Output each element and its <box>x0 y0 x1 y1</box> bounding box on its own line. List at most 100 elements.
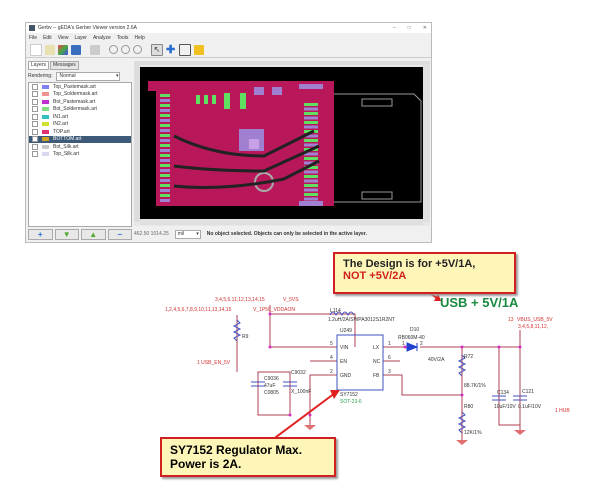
c134-ref: C134 <box>497 390 509 396</box>
usb-outline <box>334 93 422 203</box>
move-layer-down-button[interactable]: ▼ <box>54 229 79 240</box>
zoom-in-icon[interactable] <box>109 45 118 54</box>
tab-layers[interactable]: Layers <box>28 61 50 70</box>
measure-tool-icon[interactable] <box>194 44 204 55</box>
save-icon[interactable] <box>71 44 81 55</box>
zoom-out-icon[interactable] <box>121 45 130 54</box>
layer-visibility-checkbox[interactable] <box>32 121 38 128</box>
pointer-tool-icon[interactable]: ↖ <box>151 43 163 56</box>
hub-net: 1 HUB <box>555 408 570 414</box>
layer-name: Bot_Pastemask.art <box>53 98 96 105</box>
pin-number: 3 <box>388 369 391 375</box>
layer-visibility-checkbox[interactable] <box>32 98 38 105</box>
pin-number: 1 <box>388 341 391 347</box>
unit-select[interactable]: mil ▾ <box>174 229 201 239</box>
callout-line: Power is 2A. <box>170 457 242 471</box>
layer-name: Top_Soldermask.art <box>53 91 98 98</box>
ic-package: SOT-23-6 <box>340 399 362 405</box>
layer-row[interactable]: TOP.art <box>29 128 131 136</box>
callout-regulator-note: SY7152 Regulator Max. Power is 2A. <box>160 437 336 477</box>
zoom-tool-icon[interactable] <box>179 43 191 56</box>
pin-number: 4 <box>330 355 333 361</box>
gerber-canvas[interactable] <box>134 61 430 226</box>
ic-u249 <box>336 334 384 391</box>
unit-value: mil <box>177 230 185 237</box>
new-icon[interactable] <box>30 43 42 56</box>
v5vs-net: V_5VS <box>283 297 299 303</box>
gerbv-window: Gerbv -- gEDA's Gerber Viewer version 2.… <box>25 22 432 243</box>
layer-visibility-checkbox[interactable] <box>32 91 38 98</box>
vertical-scrollbar[interactable] <box>423 65 430 222</box>
tab-messages[interactable]: Messages <box>50 61 79 70</box>
pin-lx: LX <box>373 345 380 351</box>
layer-visibility-checkbox[interactable] <box>32 113 38 120</box>
c121-value: 0.1uF/10V <box>518 404 542 410</box>
r72-ref: R72 <box>464 354 473 360</box>
layer-visibility-checkbox[interactable] <box>32 83 38 90</box>
menu-edit[interactable]: Edit <box>43 34 52 41</box>
layer-color-swatch <box>42 122 49 127</box>
remove-layer-button[interactable]: − <box>107 229 132 240</box>
layer-row[interactable]: BOTTOM.art <box>29 135 131 143</box>
layer-color-swatch <box>42 137 49 142</box>
layer-visibility-checkbox[interactable] <box>32 106 38 113</box>
pin-en: EN <box>340 359 347 365</box>
layer-color-swatch <box>42 92 49 97</box>
layer-color-swatch <box>42 107 49 112</box>
layer-row[interactable]: IN2.art <box>29 121 131 129</box>
ground-symbols <box>304 425 526 445</box>
horizontal-scrollbar[interactable] <box>140 219 423 225</box>
layer-color-swatch <box>42 84 49 89</box>
pin-number: 5 <box>330 341 333 347</box>
r72-value: 88.7K/1% <box>464 383 486 389</box>
c9036-value: 47uF <box>264 383 275 389</box>
layer-name: Top_Pastemask.art <box>53 83 96 90</box>
schematic: 3,4,5,6,11,12,13,14,15 V_5VS 1,2,4,5,6,7… <box>165 282 570 471</box>
pin-number: 2 <box>420 341 423 347</box>
pcb-render <box>134 61 430 225</box>
layer-color-swatch <box>42 99 49 104</box>
l114-value: 1.2uH/2A/SWPA3012S1R2NT <box>328 317 395 323</box>
layer-row[interactable]: Bot_Silk.art <box>29 143 131 151</box>
layer-visibility-checkbox[interactable] <box>32 143 38 150</box>
add-layer-button[interactable]: + <box>28 229 53 240</box>
reload-icon[interactable] <box>58 44 68 55</box>
layer-row[interactable]: Top_Pastemask.art <box>29 83 131 91</box>
menu-analyze[interactable]: Analyze <box>92 34 111 41</box>
menu-help[interactable]: Help <box>134 34 145 41</box>
usb-en-net: 1 USB_EN_5V <box>197 360 231 366</box>
diode-d10 <box>406 342 419 352</box>
pin-fb: FB <box>373 373 380 379</box>
menu-layer[interactable]: Layer <box>74 34 87 41</box>
minimize-button[interactable]: – <box>392 25 396 31</box>
menu-file[interactable]: File <box>29 34 38 41</box>
layer-row[interactable]: Top_Silk.art <box>29 151 131 159</box>
layer-row[interactable]: Bot_Soldermask.art <box>29 106 131 114</box>
layer-visibility-checkbox[interactable] <box>32 151 38 158</box>
c9036-ref: C9036 <box>264 376 279 382</box>
open-icon[interactable] <box>45 44 55 55</box>
callout-line: The Design is for +5V/1A, <box>343 258 476 270</box>
pin-vin: VIN <box>340 345 349 351</box>
layer-row[interactable]: IN1.art <box>29 113 131 121</box>
layers-panel: Layers Messages Rendering: Normal▾ Top_P… <box>28 61 132 241</box>
layer-row[interactable]: Bot_Pastemask.art <box>29 98 131 106</box>
layer-row[interactable]: Top_Soldermask.art <box>29 91 131 99</box>
layer-visibility-checkbox[interactable] <box>32 136 38 143</box>
rendering-select[interactable]: Normal▾ <box>56 71 121 81</box>
layer-name: Bot_Silk.art <box>53 143 79 150</box>
callout-line: SY7152 Regulator Max. <box>170 443 303 457</box>
zoom-fit-icon[interactable] <box>133 45 142 54</box>
layer-visibility-checkbox[interactable] <box>32 128 38 135</box>
pin-number: 6 <box>388 355 391 361</box>
close-button[interactable]: ✕ <box>422 25 427 31</box>
menu-view[interactable]: View <box>57 34 69 41</box>
move-layer-up-button[interactable]: ▲ <box>81 229 106 240</box>
v5vs-refs: 3,4,5,6,11,12,13,14,15 <box>215 297 265 303</box>
chevron-down-icon: ▾ <box>196 230 199 237</box>
print-icon[interactable] <box>90 44 100 55</box>
menu-tools[interactable]: Tools <box>116 34 129 41</box>
maximize-button[interactable]: □ <box>407 25 411 31</box>
pan-tool-icon[interactable]: ✚ <box>166 43 176 56</box>
